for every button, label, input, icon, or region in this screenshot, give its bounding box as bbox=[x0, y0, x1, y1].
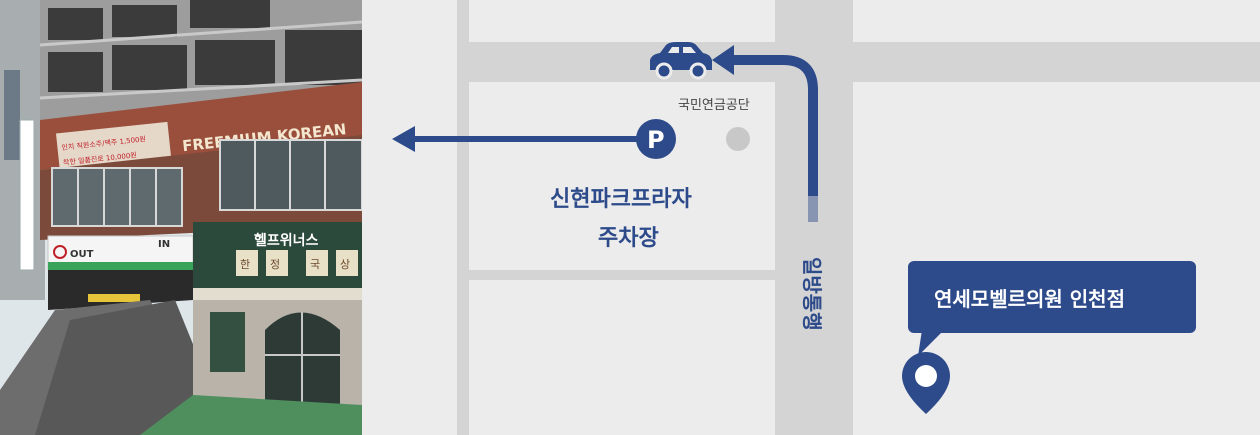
one-way-label: 일방통행 bbox=[800, 257, 824, 331]
store-sign-helpwinners: 헬프위너스 bbox=[254, 232, 319, 249]
landmark-dot bbox=[726, 127, 750, 151]
one-way-route bbox=[732, 55, 818, 222]
map-pin-icon bbox=[902, 352, 950, 414]
clinic-name: 연세모벨르의원 인천점 bbox=[934, 287, 1125, 311]
arrow-left-icon bbox=[392, 126, 415, 152]
entrance-out-label: OUT bbox=[70, 249, 94, 260]
parking-name-line-1: 신현파크프라자 bbox=[550, 187, 692, 212]
parking-icon: P bbox=[636, 119, 676, 159]
parking-name-line-2: 주차장 bbox=[598, 226, 659, 251]
window-char-1: 한 bbox=[240, 258, 250, 271]
block-west bbox=[362, 0, 457, 435]
window-char-4: 상 bbox=[340, 258, 350, 271]
entrance-in-label: IN bbox=[158, 239, 170, 250]
landmark-label: 국민연금공단 bbox=[678, 98, 750, 113]
block-north-1 bbox=[469, 0, 775, 42]
block-south bbox=[469, 280, 775, 435]
block-north-2 bbox=[853, 0, 1260, 42]
car-icon bbox=[650, 42, 712, 80]
window-char-3: 국 bbox=[310, 258, 320, 271]
window-char-2: 정 bbox=[270, 258, 280, 271]
street-photo: FREEMIUM KOREAN 인치 직원소주/맥주 1,500원 착한 일품진… bbox=[0, 0, 362, 435]
block-center bbox=[469, 82, 775, 270]
map-area: 국민연금공단 일방통행 P 신현파크프라자 주차장 bbox=[362, 0, 1260, 435]
one-way-arrowhead-icon bbox=[712, 45, 734, 75]
parking-symbol: P bbox=[647, 126, 665, 154]
clinic-callout: 연세모벨르의원 인천점 bbox=[908, 261, 1196, 356]
